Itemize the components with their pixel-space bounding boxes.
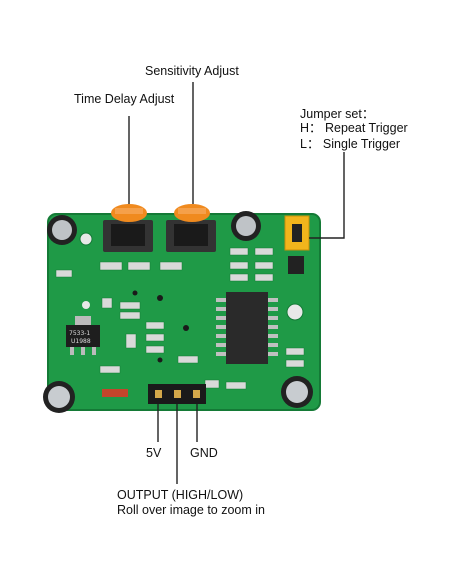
repeat-trigger-label: H： Repeat Trigger [300, 121, 408, 135]
sensitivity-potentiometer[interactable] [166, 204, 216, 252]
bisss0001-ic [216, 292, 278, 364]
output-pin-label: OUTPUT (HIGH/LOW) [117, 488, 244, 502]
capacitor-bottom-left [43, 381, 75, 413]
vias [132, 290, 189, 363]
voltage-regulator: 7533-1 U1988 [66, 316, 100, 355]
regulator-text-2: U1988 [71, 338, 91, 345]
mounting-hole [286, 303, 304, 321]
diode [102, 389, 128, 397]
smd-components [55, 247, 305, 390]
capacitor-top-right [231, 211, 261, 241]
regulator-text-1: 7533-1 [69, 330, 90, 337]
time-delay-adjust-label: Time Delay Adjust [74, 92, 175, 106]
pin-5v-label: 5V [146, 446, 162, 460]
capacitor-top-left [47, 215, 77, 245]
sensitivity-adjust-label: Sensitivity Adjust [145, 64, 239, 78]
pin-gnd-label: GND [190, 446, 218, 460]
mounting-hole [79, 232, 93, 246]
single-trigger-label: L： Single Trigger [300, 137, 401, 151]
time-delay-potentiometer[interactable] [103, 204, 153, 252]
capacitor-bottom-right [281, 376, 313, 408]
trigger-jumper[interactable] [284, 215, 310, 274]
jumper-set-label: Jumper set： [300, 107, 375, 121]
zoom-hint-text: Roll over image to zoom in [117, 503, 265, 517]
leader-lines [128, 82, 345, 484]
pin-header[interactable] [148, 384, 206, 404]
mounting-hole [82, 301, 90, 309]
